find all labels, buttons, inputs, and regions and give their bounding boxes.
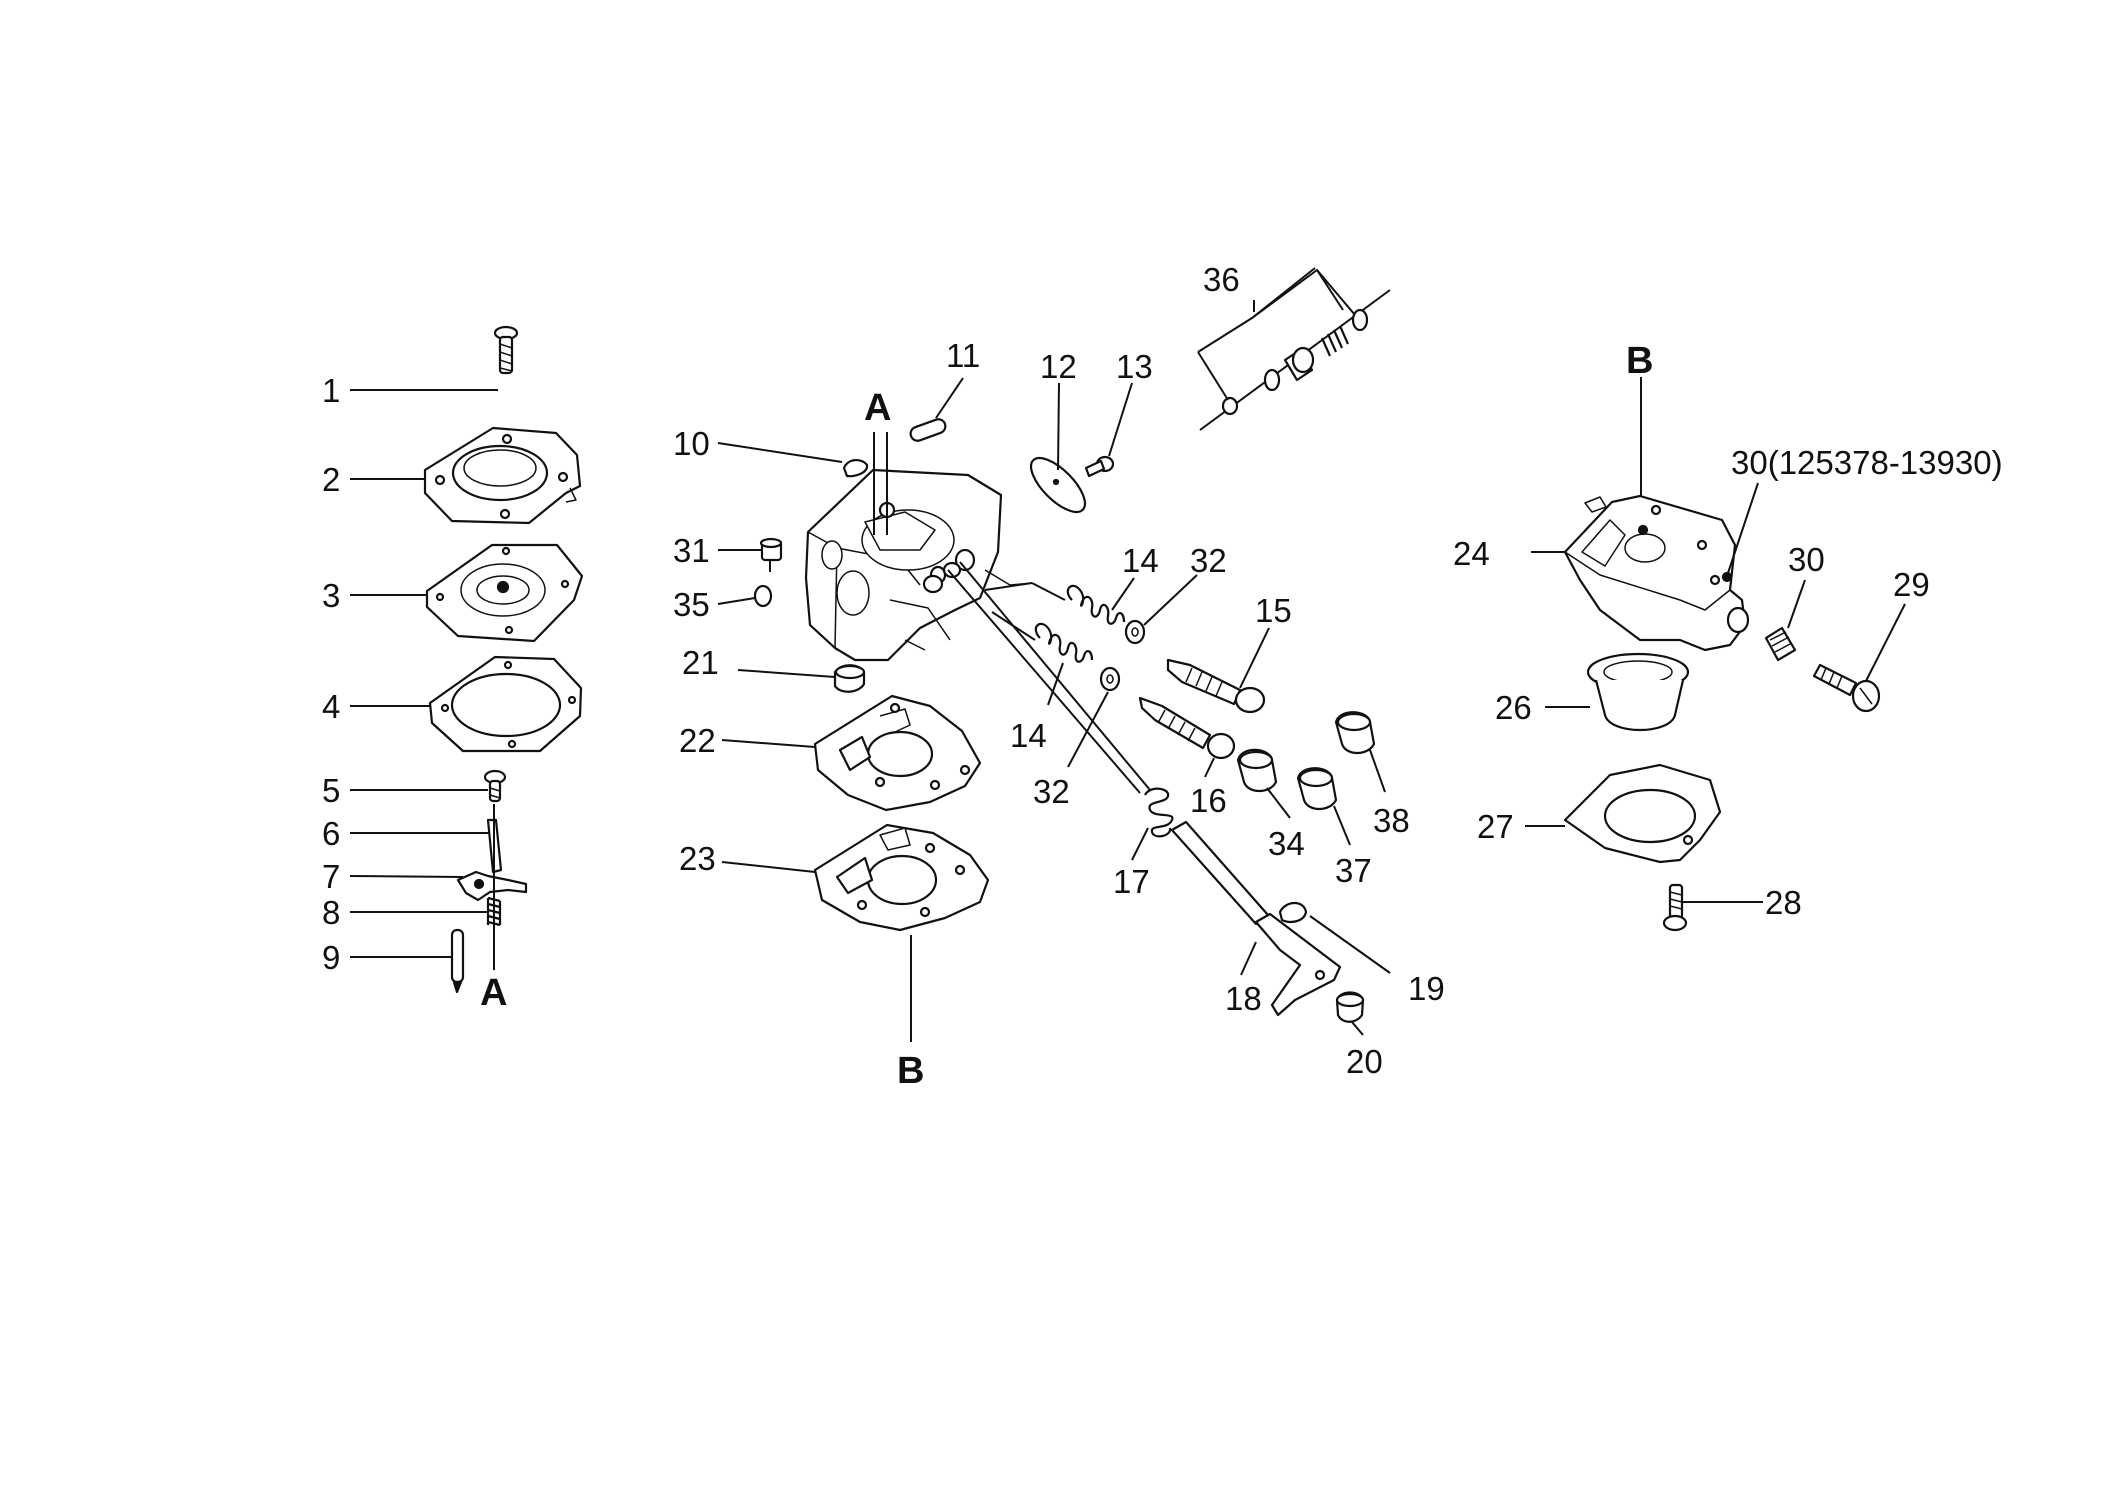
part-17-spring — [1144, 787, 1174, 838]
ref-a-bottom: A — [480, 972, 507, 1014]
ref-b-center: B — [897, 1050, 924, 1092]
part-22-pump-plate — [813, 694, 982, 812]
label-20: 20 — [1346, 1043, 1383, 1080]
label-1: 1 — [322, 372, 340, 409]
part-7-metering-lever — [456, 870, 528, 902]
label-14-lower: 14 — [1010, 717, 1047, 754]
label-30: 30 — [1788, 541, 1825, 578]
part-32-lower-washer — [1099, 666, 1121, 692]
label-31: 31 — [673, 532, 710, 569]
part-10-clip — [842, 459, 869, 478]
label-16: 16 — [1190, 782, 1227, 819]
part-27-bulb-retainer — [1563, 763, 1722, 864]
part-28-screw — [1662, 883, 1688, 932]
part-32-upper-washer — [1124, 619, 1146, 645]
label-29: 29 — [1893, 566, 1930, 603]
part-18-choke-lever — [1170, 820, 1342, 1017]
label-13: 13 — [1116, 348, 1153, 385]
part-34-limiter-cap — [1236, 748, 1278, 793]
part-31-plug — [759, 537, 783, 572]
part-carburetor-body — [804, 468, 1033, 662]
part-9-inlet-needle — [450, 928, 465, 994]
part-14-lower-spring — [1034, 622, 1094, 663]
part-29-screw — [1812, 663, 1881, 713]
label-27: 27 — [1477, 808, 1514, 845]
part-36-needle-kit — [1199, 289, 1391, 431]
part-16-adjusting-needle — [1138, 696, 1236, 760]
label-32-lower: 32 — [1033, 773, 1070, 810]
label-32-upper: 32 — [1190, 542, 1227, 579]
part-20-bushing — [1335, 991, 1365, 1023]
label-11: 11 — [946, 337, 980, 374]
part-24-pump-cover — [1563, 494, 1750, 652]
label-19: 19 — [1408, 970, 1445, 1007]
label-34: 34 — [1268, 825, 1305, 862]
label-23: 23 — [679, 840, 716, 877]
label-7: 7 — [322, 858, 340, 895]
label-36: 36 — [1203, 261, 1240, 298]
label-2: 2 — [322, 461, 340, 498]
ref-b-right: B — [1626, 340, 1653, 382]
part-30-screen — [1764, 626, 1797, 662]
part-37-limiter-cap — [1296, 767, 1338, 811]
part-38-limiter-cap — [1334, 711, 1376, 755]
label-35: 35 — [673, 586, 710, 623]
part-13-screw — [1084, 455, 1115, 478]
label-9: 9 — [322, 939, 340, 976]
leader-lines — [349, 267, 1906, 1036]
label-37: 37 — [1335, 852, 1372, 889]
label-14-upper: 14 — [1122, 542, 1159, 579]
label-21: 21 — [682, 644, 719, 681]
part-2-diaphragm-cover — [423, 426, 582, 525]
label-30-kit: 30(125378-13930) — [1731, 444, 2003, 481]
label-8: 8 — [322, 894, 340, 931]
part-1-screw — [493, 325, 519, 375]
label-17: 17 — [1113, 863, 1150, 900]
label-24: 24 — [1453, 535, 1490, 572]
part-3-metering-diaphragm — [425, 543, 584, 643]
label-3: 3 — [322, 577, 340, 614]
part-19-clip — [1278, 901, 1308, 923]
label-12: 12 — [1040, 348, 1077, 385]
part-4-gasket — [428, 655, 583, 753]
ref-a-top: A — [864, 387, 891, 429]
label-10: 10 — [673, 425, 710, 462]
part-labels: 1 2 3 4 5 6 7 8 9 10 11 12 13 14 14 15 1… — [322, 261, 2003, 1092]
part-21-cap — [833, 664, 866, 693]
part-5-screw — [483, 769, 507, 803]
label-18: 18 — [1225, 980, 1262, 1017]
label-28: 28 — [1765, 884, 1802, 921]
label-5: 5 — [322, 772, 340, 809]
label-15: 15 — [1255, 592, 1292, 629]
label-6: 6 — [322, 815, 340, 852]
part-15-adjusting-needle — [1166, 658, 1266, 714]
part-26-primer-bulb — [1586, 652, 1690, 731]
part-23-pump-gasket — [813, 823, 990, 932]
part-14-upper-spring — [1066, 584, 1126, 625]
label-26: 26 — [1495, 689, 1532, 726]
part-12-throttle-plate — [1029, 456, 1087, 514]
label-22: 22 — [679, 722, 716, 759]
part-35-o-ring — [753, 584, 773, 608]
part-11-plug — [909, 418, 947, 442]
label-4: 4 — [322, 688, 340, 725]
label-38: 38 — [1373, 802, 1410, 839]
